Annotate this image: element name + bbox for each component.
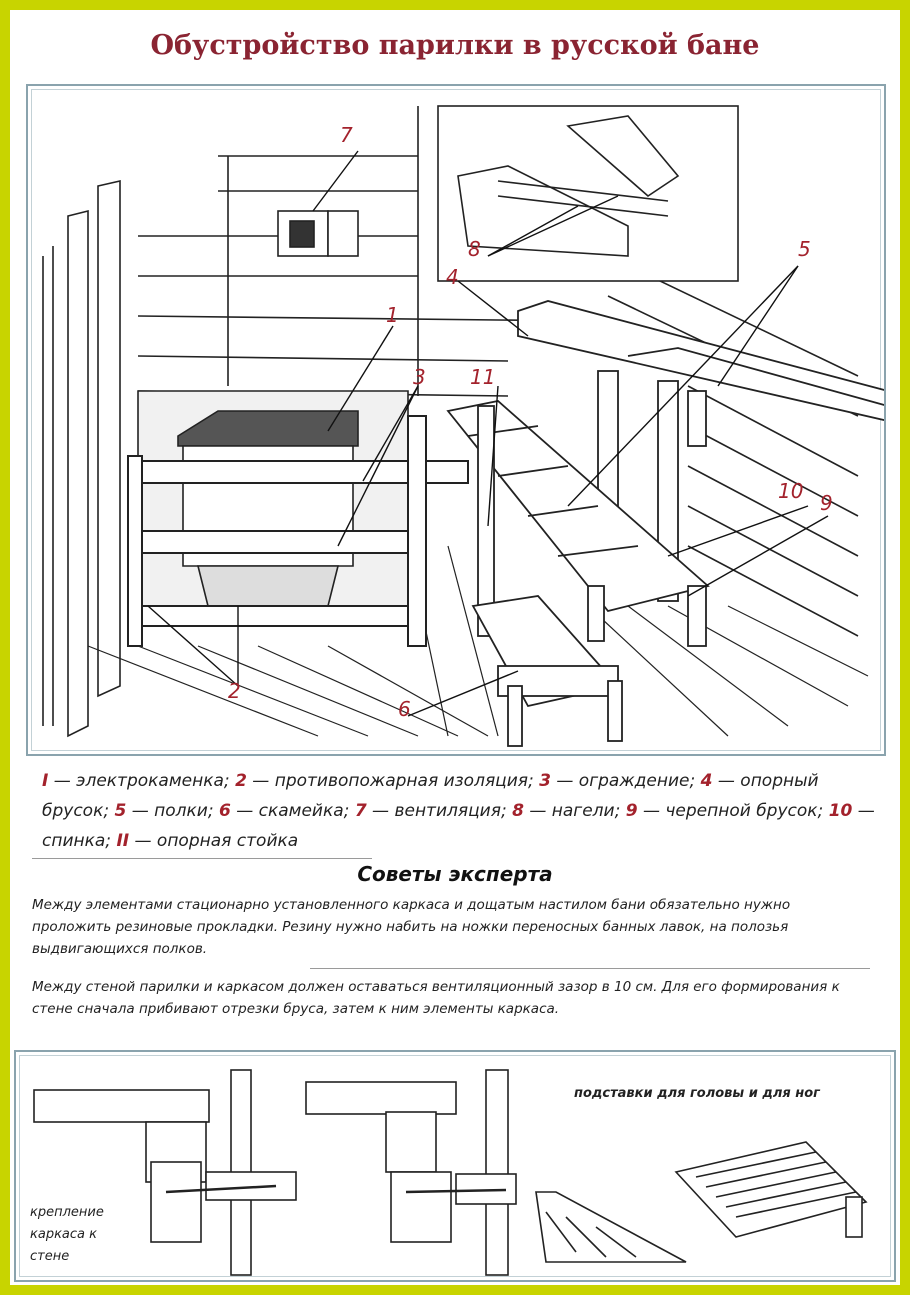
legend-num-8: 8 <box>512 801 524 821</box>
label-11: 11 <box>470 365 495 389</box>
label-9: 9 <box>820 491 833 515</box>
left-wall <box>42 179 121 738</box>
inset-detail <box>437 105 739 282</box>
label-2: 2 <box>228 679 241 703</box>
legend-num-10: 10 <box>828 801 853 821</box>
bottom-details-frame: крепление каркаса к стене подставки для … <box>14 1050 896 1282</box>
label-7: 7 <box>340 123 353 147</box>
label-6: 6 <box>398 697 411 721</box>
legend-num-7: 7 <box>354 801 367 821</box>
vent <box>277 210 359 257</box>
main-illustration-frame: 1 2 3 4 5 6 7 8 9 10 11 <box>26 84 886 756</box>
legend-text-10: — спинка; <box>42 801 875 851</box>
head-rest <box>535 1191 687 1263</box>
legend-num-11: II <box>116 831 130 851</box>
stove-fence <box>127 415 469 647</box>
label-1: 1 <box>386 303 399 327</box>
legend-text-1: — электрокаменка; <box>48 771 236 791</box>
legend-text-4: — опорный брусок; <box>42 771 819 821</box>
stove <box>177 410 359 607</box>
tips-title: Советы эксперта <box>357 862 553 886</box>
sauna-illustration: 1 2 3 4 5 6 7 8 9 10 11 <box>42 105 884 747</box>
legend-num-6: 6 <box>218 801 231 821</box>
mount-detail-left <box>33 1069 297 1276</box>
tip-paragraph-2: Между стеной парилки и каркасом должен о… <box>32 979 840 1017</box>
legend-text-9: — черепной брусок; <box>637 801 829 821</box>
leader-lines <box>147 150 829 717</box>
legend-text-3: — ограждение; <box>551 771 701 791</box>
label-5: 5 <box>798 237 811 261</box>
foot-rest <box>674 1141 868 1238</box>
lower-shelf <box>446 400 710 647</box>
bench <box>471 595 623 747</box>
label-8: 8 <box>468 237 481 261</box>
legend-text-8: — нагели; <box>523 801 626 821</box>
callout-labels: 1 2 3 4 5 6 7 8 9 10 11 <box>228 123 833 721</box>
label-4: 4 <box>446 265 459 289</box>
legend-num-9: 9 <box>625 801 638 821</box>
legend: I — электрокаменка; 2 — противопожарная … <box>42 766 882 856</box>
tip-paragraph-1: Между элементами стационарно установленн… <box>32 897 791 957</box>
legend-text-7: — вентиляция; <box>366 801 513 821</box>
legend-text-2: — противопожарная изоляция; <box>246 771 540 791</box>
legend-text-11: — опорная стойка <box>129 831 299 851</box>
legend-num-2: 2 <box>235 771 247 791</box>
legend-text-5: — полки; <box>126 801 219 821</box>
legend-num-4: 4 <box>700 771 713 791</box>
divider-line <box>32 858 372 859</box>
divider-line-2 <box>310 968 870 969</box>
legend-num-5: 5 <box>114 801 127 821</box>
caption-mount: крепление каркаса к стене <box>30 1205 104 1264</box>
label-3: 3 <box>413 365 426 389</box>
poster-sheet: Обустройство парилки в русской бане <box>10 10 900 1285</box>
legend-num-3: 3 <box>539 771 551 791</box>
label-10: 10 <box>778 479 803 503</box>
legend-text-6: — скамейка; <box>230 801 355 821</box>
mount-detail-middle <box>305 1069 517 1276</box>
caption-rests: подставки для головы и для ног <box>574 1086 820 1101</box>
legend-num-1: I <box>42 771 49 791</box>
mounting-details <box>33 1069 868 1276</box>
page-title: Обустройство парилки в русской бане <box>150 30 760 61</box>
